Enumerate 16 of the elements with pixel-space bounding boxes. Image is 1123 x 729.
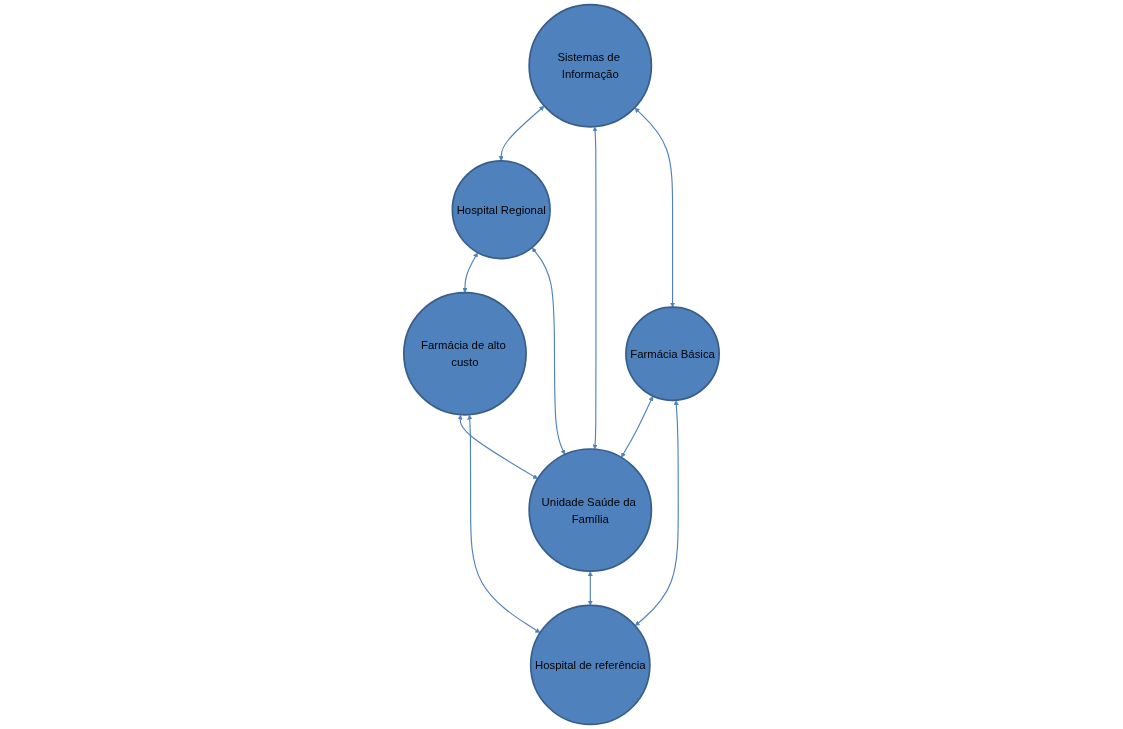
arrow bbox=[634, 400, 679, 626]
arrow bbox=[467, 414, 541, 633]
node-circle: Sistemas de Informação bbox=[528, 3, 653, 128]
node-circle: Farmácia Básica bbox=[625, 306, 720, 402]
node-circle: Farmácia de alto custo bbox=[403, 291, 527, 416]
arrow bbox=[457, 414, 538, 479]
arrow bbox=[587, 571, 593, 606]
arrow bbox=[462, 252, 478, 293]
arrow bbox=[592, 126, 598, 450]
arrow bbox=[498, 105, 545, 162]
node-circle: Hospital Regional bbox=[451, 160, 551, 260]
node-circle: Unidade Saúde da Família bbox=[528, 448, 653, 573]
arrow bbox=[621, 396, 654, 458]
arrow bbox=[634, 107, 676, 308]
node-circle: Hospital de referência bbox=[529, 604, 651, 726]
arrow bbox=[531, 247, 566, 455]
